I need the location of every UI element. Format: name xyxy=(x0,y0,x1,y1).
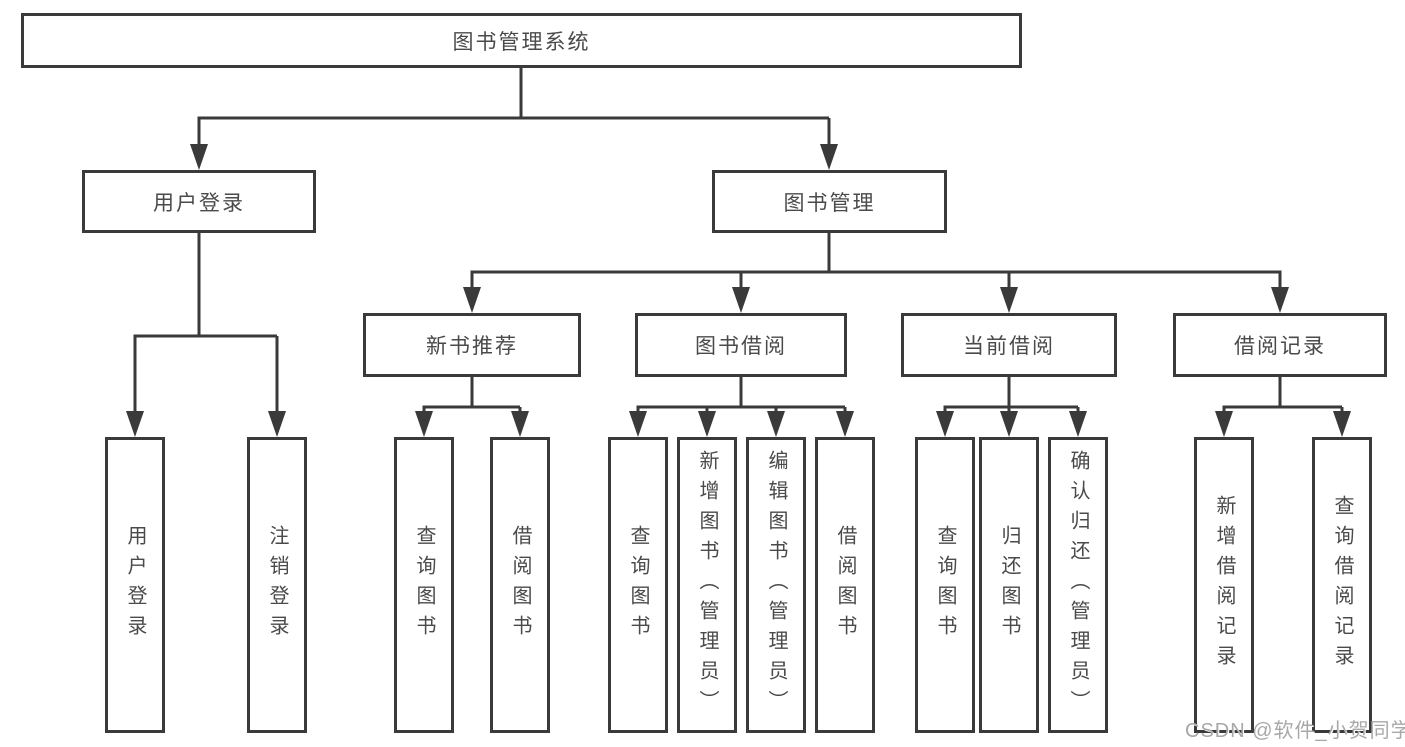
leaf-label: 查询图书 xyxy=(934,525,956,645)
user-login-node: 用户登录 xyxy=(82,170,316,233)
newbook-query-books-leaf: 查询图书 xyxy=(394,437,454,733)
book-borrow-node: 图书借阅 xyxy=(635,313,847,377)
leaf-label: 查询图书 xyxy=(627,525,649,645)
csdn-watermark: CSDN @软件_小贺同学 xyxy=(1185,720,1405,742)
borrow-query-books-leaf: 查询图书 xyxy=(608,437,668,733)
borrow-edit-books-admin-leaf: 编辑图书（管理员） xyxy=(746,437,806,733)
current-return-books-leaf: 归还图书 xyxy=(979,437,1039,733)
newbook-borrow-books-leaf: 借阅图书 xyxy=(490,437,550,733)
borrow-add-books-admin-leaf: 新增图书（管理员） xyxy=(677,437,737,733)
current-query-books-leaf: 查询图书 xyxy=(915,437,975,733)
leaf-label: 查询图书 xyxy=(413,525,435,645)
root-node: 图书管理系统 xyxy=(21,13,1022,68)
leaf-label: 查询借阅记录 xyxy=(1331,495,1353,675)
user-login-leaf: 用户登录 xyxy=(105,437,165,733)
new-book-recommend-node: 新书推荐 xyxy=(363,313,581,377)
leaf-label: 借阅图书 xyxy=(834,525,856,645)
leaf-label: 注销登录 xyxy=(266,525,288,645)
leaf-label: 用户登录 xyxy=(124,525,146,645)
leaf-label: 新增借阅记录 xyxy=(1213,495,1235,675)
borrow-borrow-books-leaf: 借阅图书 xyxy=(815,437,875,733)
records-query-record-leaf: 查询借阅记录 xyxy=(1312,437,1372,733)
leaf-label: 确认归还（管理员） xyxy=(1067,450,1089,720)
borrow-records-node: 借阅记录 xyxy=(1173,313,1387,377)
leaf-label: 借阅图书 xyxy=(509,525,531,645)
leaf-label: 编辑图书（管理员） xyxy=(765,450,787,720)
logout-leaf: 注销登录 xyxy=(247,437,307,733)
leaf-label: 归还图书 xyxy=(998,525,1020,645)
current-borrow-node: 当前借阅 xyxy=(901,313,1117,377)
book-management-node: 图书管理 xyxy=(712,170,947,233)
current-confirm-return-admin-leaf: 确认归还（管理员） xyxy=(1048,437,1108,733)
leaf-label: 新增图书（管理员） xyxy=(696,450,718,720)
records-add-record-leaf: 新增借阅记录 xyxy=(1194,437,1254,733)
